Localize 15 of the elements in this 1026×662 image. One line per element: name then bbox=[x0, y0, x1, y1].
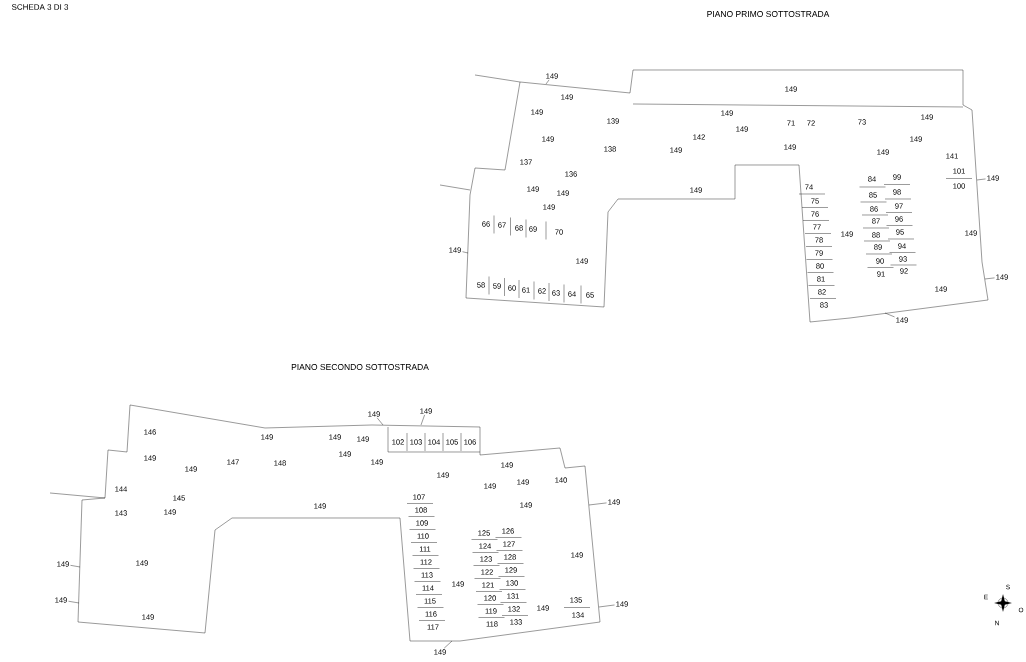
sheet-label: SCHEDA 3 DI 3 bbox=[11, 4, 69, 10]
leader-line bbox=[462, 251, 469, 254]
plan-heading: PIANO PRIMO SOTTOSTRADA bbox=[707, 11, 830, 17]
leader-line bbox=[545, 79, 550, 85]
leader-line bbox=[984, 277, 995, 280]
plan-heading: PIANO SECONDO SOTTOSTRADA bbox=[291, 364, 429, 370]
leader-line bbox=[68, 601, 80, 604]
leader-line bbox=[588, 502, 607, 506]
leader-line bbox=[598, 604, 615, 608]
leader-line bbox=[444, 640, 453, 649]
leader-line bbox=[884, 312, 895, 318]
leader-line bbox=[376, 417, 384, 426]
leader-line bbox=[70, 565, 81, 568]
leader-line bbox=[976, 178, 986, 181]
leader-line bbox=[420, 414, 425, 426]
